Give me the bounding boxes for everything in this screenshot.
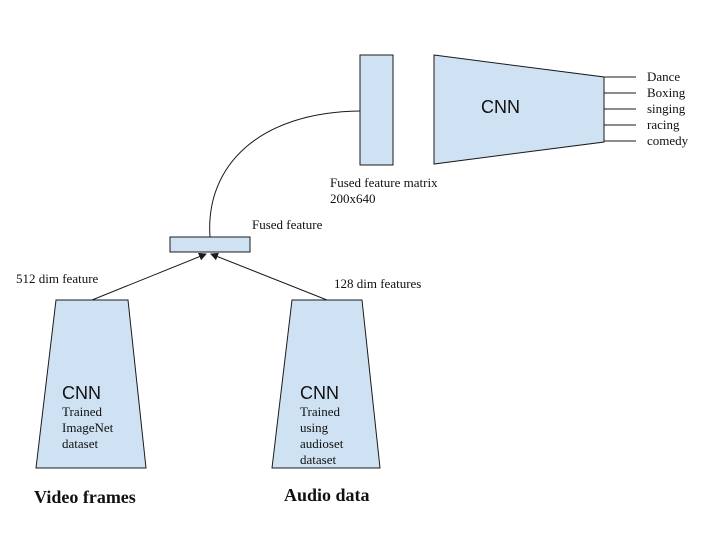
fused-feature-matrix	[359, 54, 394, 166]
audio-feature-label: 128 dim features	[334, 276, 421, 291]
output-label-dance: Dance	[647, 69, 680, 84]
video-cnn-label: CNN	[62, 383, 101, 403]
output-label-singing: singing	[647, 101, 686, 116]
video-cnn-block	[35, 299, 147, 469]
video-to-fused-arrow	[91, 252, 207, 301]
audio-cnn-label: CNN	[300, 383, 339, 403]
classifier-cnn-label: CNN	[481, 97, 520, 117]
classifier-cnn-block	[433, 54, 605, 165]
audio-to-fused-arrow	[210, 252, 328, 301]
fused-to-matrix-curve	[209, 110, 361, 238]
audio-data-caption: Audio data	[284, 485, 370, 505]
video-feature-label: 512 dim feature	[16, 271, 99, 286]
video-cnn-desc-line-2: ImageNet	[62, 420, 114, 435]
fused-matrix-label-line-2: 200x640	[330, 191, 376, 206]
video-cnn-desc-line-1: Trained	[62, 404, 102, 419]
audio-cnn-desc-line-2: using	[300, 420, 329, 435]
video-cnn-desc-line-3: dataset	[62, 436, 98, 451]
fused-feature-bar	[169, 236, 251, 253]
audio-cnn-desc-line-1: Trained	[300, 404, 340, 419]
fused-matrix-label-line-1: Fused feature matrix	[330, 175, 438, 190]
audio-cnn-desc-line-3: audioset	[300, 436, 344, 451]
output-label-boxing: Boxing	[647, 85, 686, 100]
output-label-racing: racing	[647, 117, 680, 132]
fused-feature-label: Fused feature	[252, 217, 323, 232]
output-label-comedy: comedy	[647, 133, 689, 148]
audio-cnn-desc-line-4: dataset	[300, 452, 336, 467]
video-frames-caption: Video frames	[34, 487, 136, 507]
audio-cnn-block	[271, 299, 381, 469]
